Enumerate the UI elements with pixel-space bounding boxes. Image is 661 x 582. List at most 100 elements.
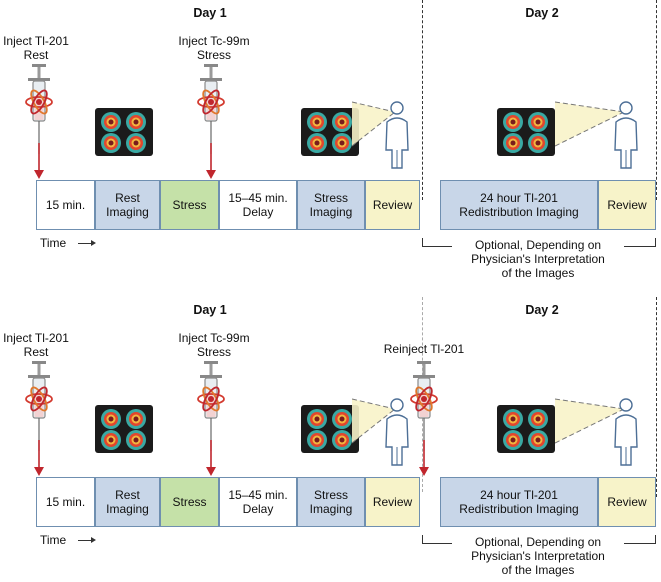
syringe-icon (410, 361, 438, 451)
cell-line: Imaging (309, 502, 353, 516)
cell-text: Review (373, 198, 412, 212)
cell-text: 15–45 min.Delay (228, 191, 287, 219)
cell-line: Stress (172, 495, 207, 509)
label-line: Stress (196, 345, 231, 359)
cell-line: 24 hour Tl-201 (480, 488, 558, 502)
syringe-icon (25, 361, 53, 451)
radiation-atom-icon (25, 89, 53, 115)
cell-line: Imaging (309, 205, 353, 219)
cell-line: Imaging (106, 502, 149, 516)
cell-line: Stress (313, 488, 348, 502)
time-label: Time (40, 236, 67, 250)
timeline-cell: 15 min. (36, 477, 95, 527)
cell-line: Review (607, 198, 647, 212)
cell-text: Review (373, 495, 412, 509)
label-line: Inject Tl-201 (3, 331, 69, 345)
cell-line: Review (372, 198, 413, 212)
arrow-down-icon (34, 440, 44, 476)
syringe-icon (197, 361, 225, 451)
heart-scan-icon (497, 405, 555, 453)
cell-line: 15 min. (45, 198, 86, 212)
arrow-down-icon (206, 143, 216, 179)
cell-text: Review (607, 495, 646, 509)
time-arrow-icon (78, 537, 96, 543)
cell-line: Rest (115, 488, 140, 502)
day2-cell: Review (598, 477, 656, 527)
cell-line: 15–45 min. (228, 488, 288, 502)
time-arrow-icon (78, 240, 96, 246)
physician-icon (352, 101, 409, 169)
heart-scan-icon (95, 108, 153, 156)
heart-scan-icon (301, 108, 359, 156)
heart-scan-icon (301, 405, 359, 453)
right-border (656, 0, 657, 200)
cell-line: Redistribution Imaging (459, 205, 579, 219)
label-line: Rest (23, 48, 49, 62)
cell-text: 15–45 min.Delay (228, 488, 287, 516)
label-line: Rest (23, 345, 49, 359)
timeline-cell: Review (365, 180, 420, 230)
day1-header: Day 1 (193, 303, 227, 317)
right-border (656, 297, 657, 497)
day-separator (422, 0, 423, 200)
radiation-atom-icon (410, 386, 438, 412)
timeline-cell: 15–45 min.Delay (219, 477, 297, 527)
radiation-atom-icon (197, 386, 225, 412)
physician-icon (555, 398, 638, 466)
cell-line: Rest (115, 191, 140, 205)
day2-header: Day 2 (525, 303, 559, 317)
cell-line: Stress (172, 198, 207, 212)
cell-line: Stress (313, 191, 348, 205)
arrow-down-icon (206, 440, 216, 476)
note-line: Physician's Interpretation (471, 549, 605, 563)
note-line: Optional, Depending on (474, 238, 602, 252)
cell-text: 15 min. (46, 198, 85, 212)
day2-header: Day 2 (525, 6, 559, 20)
cell-line: Imaging (106, 205, 149, 219)
syringe-icon (25, 64, 53, 154)
timeline-cell: Stress (160, 477, 219, 527)
physician-icon (555, 101, 638, 169)
cell-line: 15 min. (45, 495, 86, 509)
label-line: Inject Tc-99m (178, 331, 250, 345)
arrow-down-icon (419, 440, 429, 476)
cell-line: Delay (242, 502, 274, 516)
heart-scan-icon (95, 405, 153, 453)
label-line: Reinject Tl-201 (383, 342, 465, 356)
label-line: Inject Tc-99m (178, 34, 250, 48)
timeline-cell: 15 min. (36, 180, 95, 230)
physician-icon (352, 398, 409, 466)
cell-line: 15–45 min. (228, 191, 288, 205)
cell-text: 15 min. (46, 495, 85, 509)
note-line: Physician's Interpretation (471, 252, 605, 266)
cell-line: Redistribution Imaging (459, 502, 579, 516)
cell-text: Review (607, 198, 646, 212)
cell-text: Stress (172, 198, 206, 212)
radiation-atom-icon (197, 89, 225, 115)
heart-scan-icon (497, 108, 555, 156)
note-line: Optional, Depending on (474, 535, 602, 549)
cell-line: 24 hour Tl-201 (480, 191, 558, 205)
injection-label: Reinject Tl-201 (378, 342, 470, 356)
cell-line: Delay (242, 205, 274, 219)
note-line: of the Images (501, 266, 575, 280)
cell-text: Stress (172, 495, 206, 509)
cell-line: Review (607, 495, 647, 509)
label-line: Inject Tl-201 (3, 34, 69, 48)
